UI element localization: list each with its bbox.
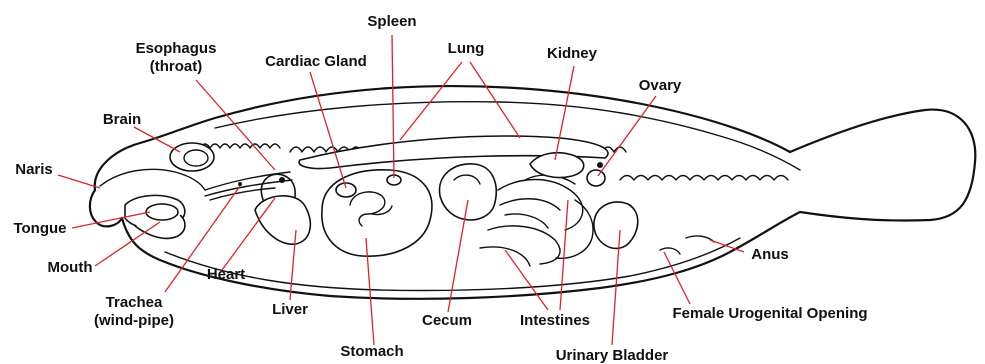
label-female-urogenital-opening: Female Urogenital Opening	[672, 305, 867, 322]
label-cecum: Cecum	[422, 312, 472, 329]
liver-shape	[255, 196, 310, 244]
leader-naris	[58, 175, 100, 188]
organs	[100, 136, 714, 266]
label-stomach: Stomach	[340, 343, 403, 360]
label-tongue: Tongue	[13, 220, 66, 237]
label-heart: Heart	[207, 266, 245, 283]
label-trachea-line1: Trachea	[106, 294, 163, 311]
leader-cardiac-gland	[310, 72, 346, 188]
leader-lung-left	[400, 62, 462, 140]
urinary-bladder-shape	[594, 202, 638, 248]
label-intestines: Intestines	[520, 312, 590, 329]
label-cardiac-gland: Cardiac Gland	[265, 53, 367, 70]
label-mouth: Mouth	[48, 259, 93, 276]
leader-heart	[222, 198, 275, 270]
label-ovary: Ovary	[639, 77, 682, 94]
cecum-shape	[439, 164, 496, 220]
label-esophagus-line2: (throat)	[150, 58, 203, 75]
label-anus: Anus	[751, 246, 789, 263]
label-spleen: Spleen	[367, 13, 416, 30]
ovary-shape	[587, 170, 605, 186]
label-lung: Lung	[448, 40, 485, 57]
label-kidney: Kidney	[547, 45, 598, 62]
label-esophagus-line1: Esophagus	[136, 40, 217, 57]
label-urinary-bladder: Urinary Bladder	[556, 347, 669, 364]
label-naris: Naris	[15, 161, 53, 178]
leader-brain	[134, 127, 180, 152]
leader-mouth	[95, 222, 160, 266]
label-trachea-line2: (wind-pipe)	[94, 312, 174, 329]
leader-female-urogenital	[664, 252, 690, 304]
leader-intestines-1	[560, 200, 568, 310]
label-liver: Liver	[272, 301, 308, 318]
leader-ovary	[598, 96, 656, 176]
leader-lung-right	[470, 62, 520, 138]
label-brain: Brain	[103, 111, 141, 128]
tongue-shape	[146, 204, 178, 220]
